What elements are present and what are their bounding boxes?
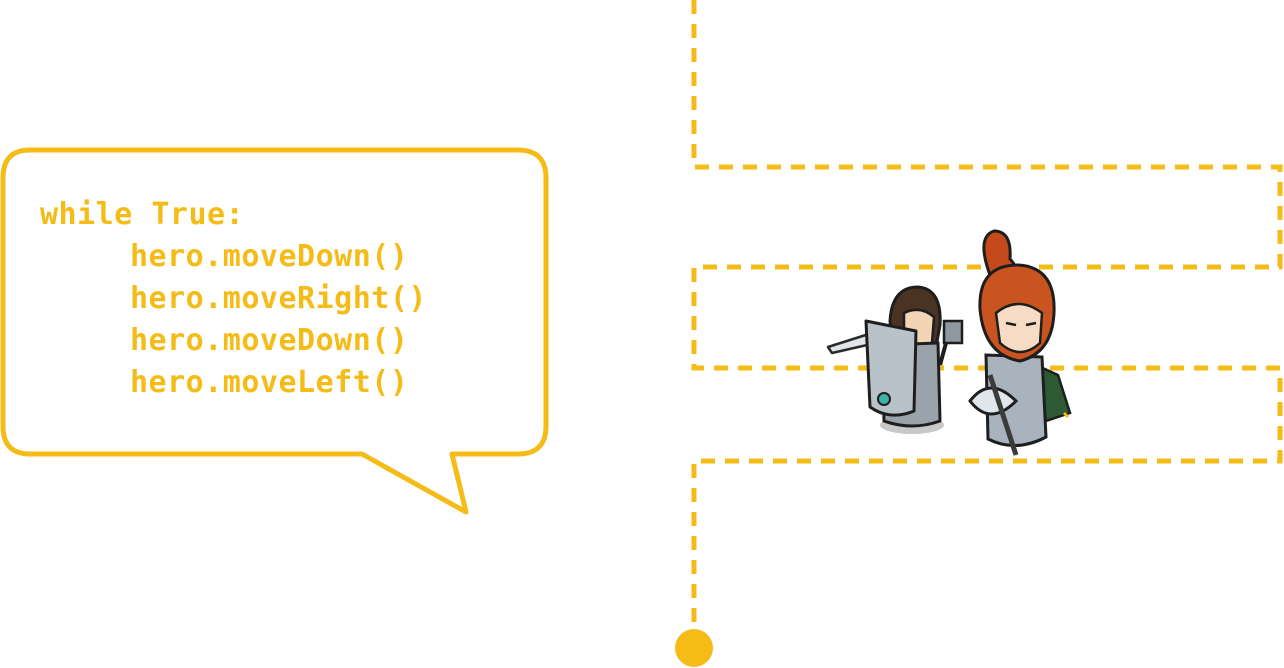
code-line-move-left: hero.moveLeft() [40, 362, 427, 404]
speech-bubble [0, 147, 549, 515]
code-text: hero.moveDown() [130, 239, 409, 274]
path-segment-top [691, 0, 1283, 625]
speech-bubble-outline [0, 147, 549, 515]
code-text: hero.moveRight() [130, 281, 427, 316]
code-snippet: while True: hero.moveDown() hero.moveRig… [40, 194, 427, 404]
code-line-move-right: hero.moveRight() [40, 278, 427, 320]
heroes-group [826, 229, 1072, 456]
code-line-loop: while True: [40, 197, 245, 232]
redhead-warrior-icon [968, 229, 1072, 456]
dashed-path [675, 0, 1283, 667]
knight-hero-icon [826, 285, 964, 434]
start-dot-icon [675, 629, 713, 667]
code-line-move-down-1: hero.moveDown() [40, 236, 427, 278]
code-text: hero.moveLeft() [130, 365, 409, 400]
code-line-move-down-2: hero.moveDown() [40, 320, 427, 362]
code-text: hero.moveDown() [130, 323, 409, 358]
